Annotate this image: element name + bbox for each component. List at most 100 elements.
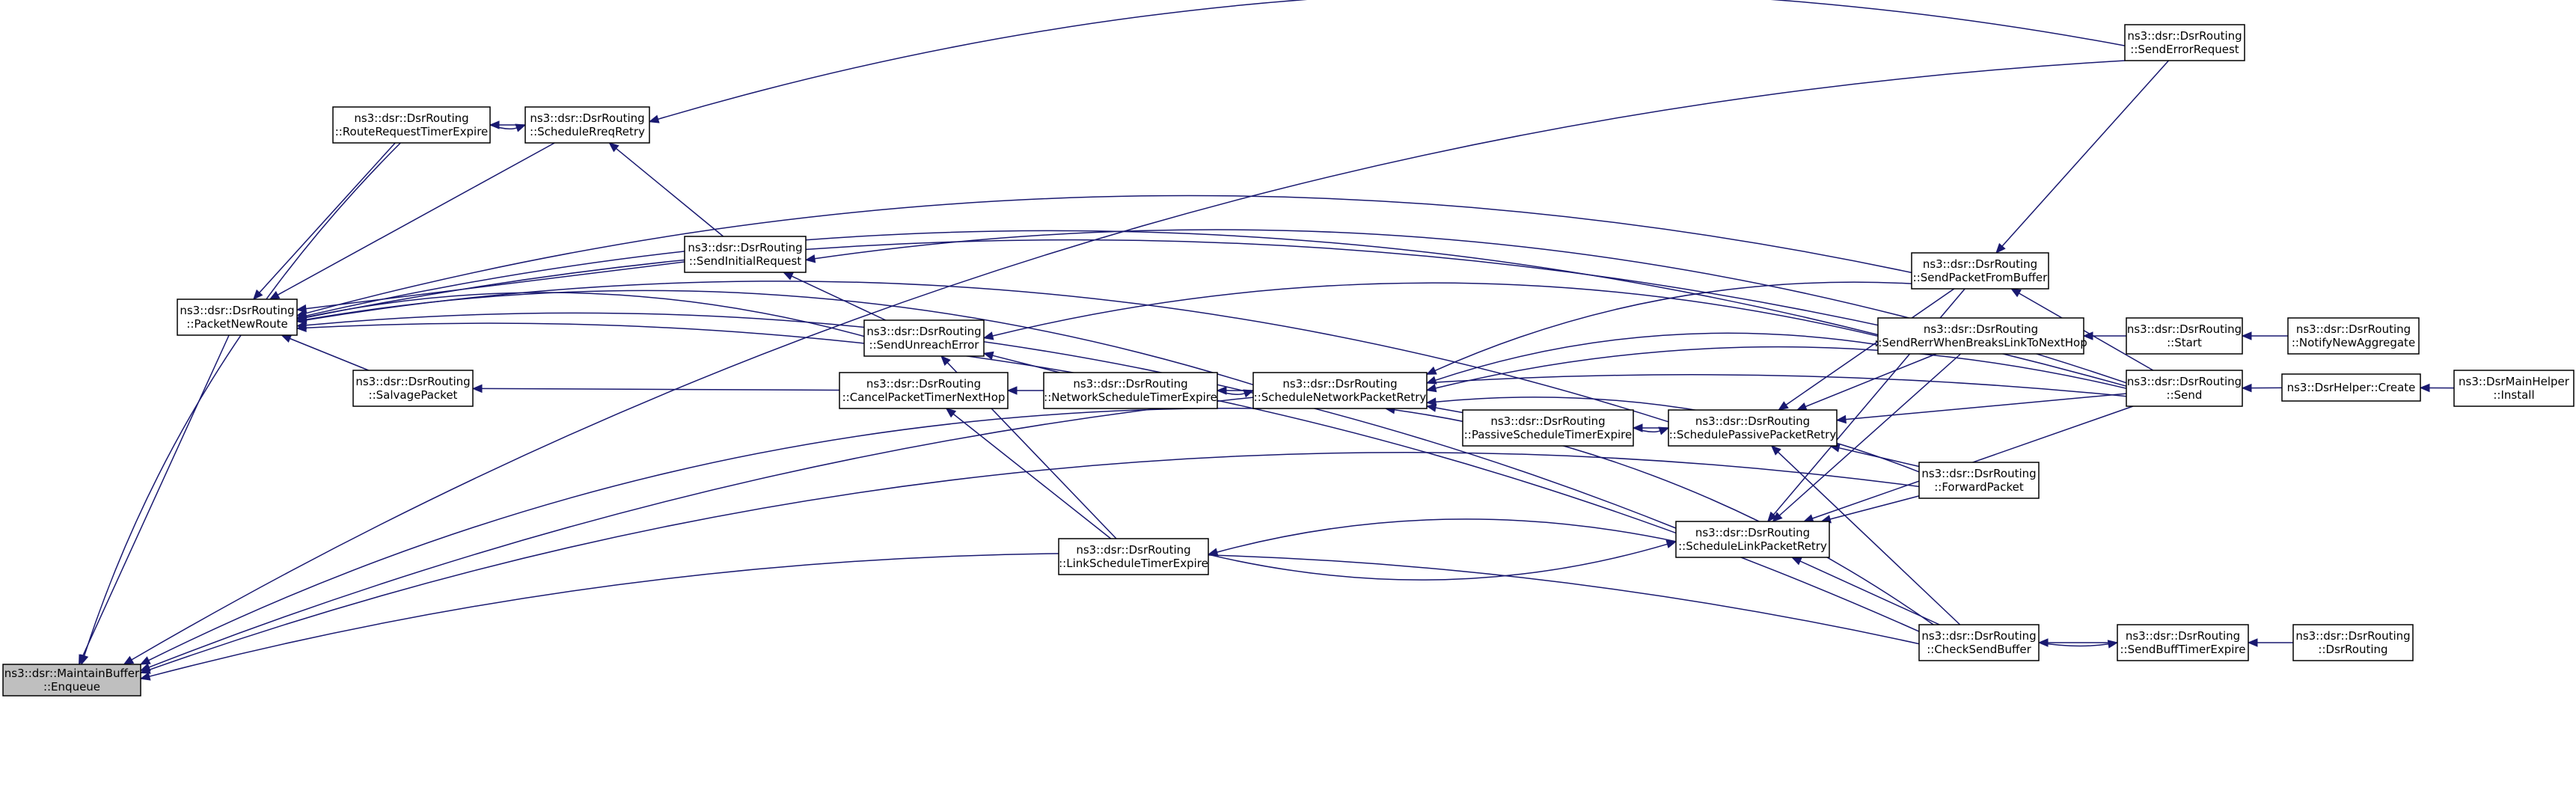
node-label-line: ns3::dsr::DsrRouting <box>1695 526 1810 539</box>
node-networkschedule[interactable]: ns3::dsr::DsrRouting::NetworkScheduleTim… <box>1043 372 1218 409</box>
arrowhead-checksendbuffer-to-schedlinkretry <box>1790 557 1802 566</box>
edge-schedpassiveretry-to-packetnewroute <box>305 281 1669 423</box>
node-box[interactable] <box>863 319 985 357</box>
node-forwardpacket[interactable]: ns3::dsr::DsrRouting::ForwardPacket <box>1918 462 2040 499</box>
node-notifynewaggregate[interactable]: ns3::dsr::DsrRouting::NotifyNewAggregate <box>2287 317 2420 355</box>
edge-passiveschedule-to-schednetretry <box>1435 407 1463 414</box>
node-passiveschedule[interactable]: ns3::dsr::DsrRouting::PassiveScheduleTim… <box>1462 409 1634 447</box>
node-box[interactable] <box>2126 317 2243 355</box>
arrowhead-senderrorrequest-to-sendpacketfrombuffer <box>1995 242 2006 254</box>
node-label-line: ::Enqueue <box>43 680 100 694</box>
node-label-line: ::Install <box>2493 388 2534 402</box>
node-label-line: ::SchedulePassivePacketRetry <box>1669 428 1837 441</box>
node-sendunreach[interactable]: ns3::dsr::DsrRouting::SendUnreachError <box>863 319 985 357</box>
node-box[interactable] <box>1877 317 2084 355</box>
node-cancelpacket[interactable]: ns3::dsr::DsrRouting::CancelPacketTimerN… <box>839 372 1009 409</box>
edges-layer <box>79 0 2455 681</box>
node-label-line: ::SendErrorRequest <box>2130 43 2239 56</box>
node-schedpassiveretry[interactable]: ns3::dsr::DsrRouting::SchedulePassivePac… <box>1668 409 1838 447</box>
node-sendpacketfrombuffer[interactable]: ns3::dsr::DsrRouting::SendPacketFromBuff… <box>1911 252 2049 290</box>
edge-forwardpacket-to-schednetretry <box>1435 397 1920 473</box>
node-checksendbuffer[interactable]: ns3::dsr::DsrRouting::CheckSendBuffer <box>1918 624 2040 661</box>
node-salvage[interactable]: ns3::dsr::DsrRouting::SalvagePacket <box>352 370 474 407</box>
node-box[interactable] <box>684 236 807 273</box>
node-box[interactable] <box>1252 372 1428 409</box>
node-schednetretry[interactable]: ns3::dsr::DsrRouting::ScheduleNetworkPac… <box>1252 372 1428 409</box>
edge-sendunreach-to-sendinitial <box>791 275 887 321</box>
node-box[interactable] <box>1675 521 1830 558</box>
arrowhead-linkschedule-to-schedlinkretry <box>1665 539 1677 548</box>
arrowhead-passiveschedule-to-schednetretry <box>1425 403 1437 412</box>
node-sendinitial[interactable]: ns3::dsr::DsrRouting::SendInitialRequest <box>684 236 807 273</box>
node-box[interactable] <box>1668 409 1838 447</box>
node-packetnewroute[interactable]: ns3::dsr::DsrRouting::PacketNewRoute <box>177 299 298 336</box>
node-label-line: ::Start <box>2167 336 2202 349</box>
edge-schedulerreq-to-packetnewroute <box>277 142 555 296</box>
node-label-line: ns3::dsr::DsrRouting <box>2295 629 2410 643</box>
node-box[interactable] <box>2124 24 2245 61</box>
node-enqueue[interactable]: ns3::dsr::MaintainBuffer::Enqueue <box>2 664 141 697</box>
node-box[interactable] <box>1058 538 1209 575</box>
node-box[interactable] <box>2281 373 2421 402</box>
arrowhead-send-to-enqueue <box>139 663 151 672</box>
arrowhead-checksendbuffer-to-schedpassiveretry <box>1770 445 1781 456</box>
node-box[interactable] <box>2126 370 2243 407</box>
arrowhead-sendpacketfrombuffer-to-schedpassiveretry <box>1778 401 1789 411</box>
node-label-line: ::SendBuffTimerExpire <box>2120 643 2245 656</box>
node-box[interactable] <box>352 370 474 407</box>
edge-forwardpacket-to-enqueue <box>149 452 1920 671</box>
node-sendbufftimer[interactable]: ns3::dsr::DsrRouting::SendBuffTimerExpir… <box>2117 624 2249 661</box>
node-box[interactable] <box>839 372 1009 409</box>
arrowhead-sendpacketfrombuffer-to-schedlinkretry <box>1766 511 1778 522</box>
node-label-line: ns3::dsr::DsrRouting <box>180 304 294 317</box>
node-box[interactable] <box>1462 409 1634 447</box>
node-box[interactable] <box>2117 624 2249 661</box>
edge-schednetretry-to-enqueue <box>148 408 1261 661</box>
node-box[interactable] <box>177 299 298 336</box>
node-box[interactable] <box>1043 372 1218 409</box>
arrowhead-senderrwhenbreaks-to-sendunreach <box>982 331 994 340</box>
node-label-line: ::DsrRouting <box>2318 643 2387 656</box>
node-box[interactable] <box>524 106 650 144</box>
node-box[interactable] <box>2453 370 2575 407</box>
node-dsrhelpercreate[interactable]: ns3::DsrHelper::Create <box>2281 373 2421 402</box>
edge-senderrwhenbreaks-to-sendunreach <box>992 282 1879 337</box>
arrowhead-send-to-sendpacketfrombuffer <box>2010 288 2022 298</box>
node-label-line: ::CheckSendBuffer <box>1927 643 2031 656</box>
node-dsrmainhelper[interactable]: ns3::DsrMainHelper::Install <box>2453 370 2575 407</box>
node-senderrwhenbreaks[interactable]: ns3::dsr::DsrRouting::SendRerrWhenBreaks… <box>1874 317 2087 355</box>
node-label-line: ::PacketNewRoute <box>186 317 287 331</box>
node-label-line: ns3::dsr::DsrRouting <box>1695 414 1810 428</box>
node-box[interactable] <box>2292 624 2414 661</box>
arrowhead-salvage-to-packetnewroute <box>281 334 293 343</box>
arrowhead-schednetretry-to-enqueue <box>139 656 151 665</box>
node-label-line: ns3::dsr::DsrRouting <box>2127 375 2242 388</box>
node-box[interactable] <box>332 106 491 144</box>
arrowhead-send-to-schednetretry <box>1425 384 1437 393</box>
node-label-line: ns3::dsr::DsrRouting <box>2296 322 2411 336</box>
node-send[interactable]: ns3::dsr::DsrRouting::Send <box>2126 370 2243 407</box>
edge-cancelpacket-to-salvage <box>481 388 840 391</box>
node-schedulerreq[interactable]: ns3::dsr::DsrRouting::ScheduleRreqRetry <box>524 106 650 144</box>
node-linkschedule[interactable]: ns3::dsr::DsrRouting::LinkScheduleTimerE… <box>1058 538 1209 575</box>
node-dsrrouting[interactable]: ns3::dsr::DsrRouting::DsrRouting <box>2292 624 2414 661</box>
node-box[interactable] <box>1918 624 2040 661</box>
node-start[interactable]: ns3::dsr::DsrRouting::Start <box>2126 317 2243 355</box>
arrowhead-start-to-senderrwhenbreaks <box>2082 331 2093 340</box>
edge-routerequesttimer-to-enqueue <box>83 142 401 656</box>
node-box[interactable] <box>1918 462 2040 499</box>
edge-checksendbuffer-to-schedlinkretry <box>1799 560 1940 625</box>
arrowhead-passiveschedule-to-schedpassiveretry <box>1658 426 1670 435</box>
node-box[interactable] <box>2 664 141 697</box>
node-senderrorrequest[interactable]: ns3::dsr::DsrRouting::SendErrorRequest <box>2124 24 2245 61</box>
node-routerequesttimer[interactable]: ns3::dsr::DsrRouting::RouteRequestTimerE… <box>332 106 491 144</box>
node-box[interactable] <box>1911 252 2049 290</box>
arrowhead-routerequesttimer-to-packetnewroute <box>252 289 263 300</box>
edge-checksendbuffer-to-sendbufftimer <box>2038 642 2109 647</box>
node-label-line: ::Send <box>2167 388 2203 402</box>
arrowhead-dsrmainhelper-to-dsrhelpercreate <box>2419 383 2430 393</box>
node-box[interactable] <box>2287 317 2420 355</box>
arrowhead-checksendbuffer-to-enqueue <box>139 672 151 681</box>
node-schedlinkretry[interactable]: ns3::dsr::DsrRouting::ScheduleLinkPacket… <box>1675 521 1830 558</box>
node-label-line: ::ScheduleNetworkPacketRetry <box>1254 391 1427 404</box>
